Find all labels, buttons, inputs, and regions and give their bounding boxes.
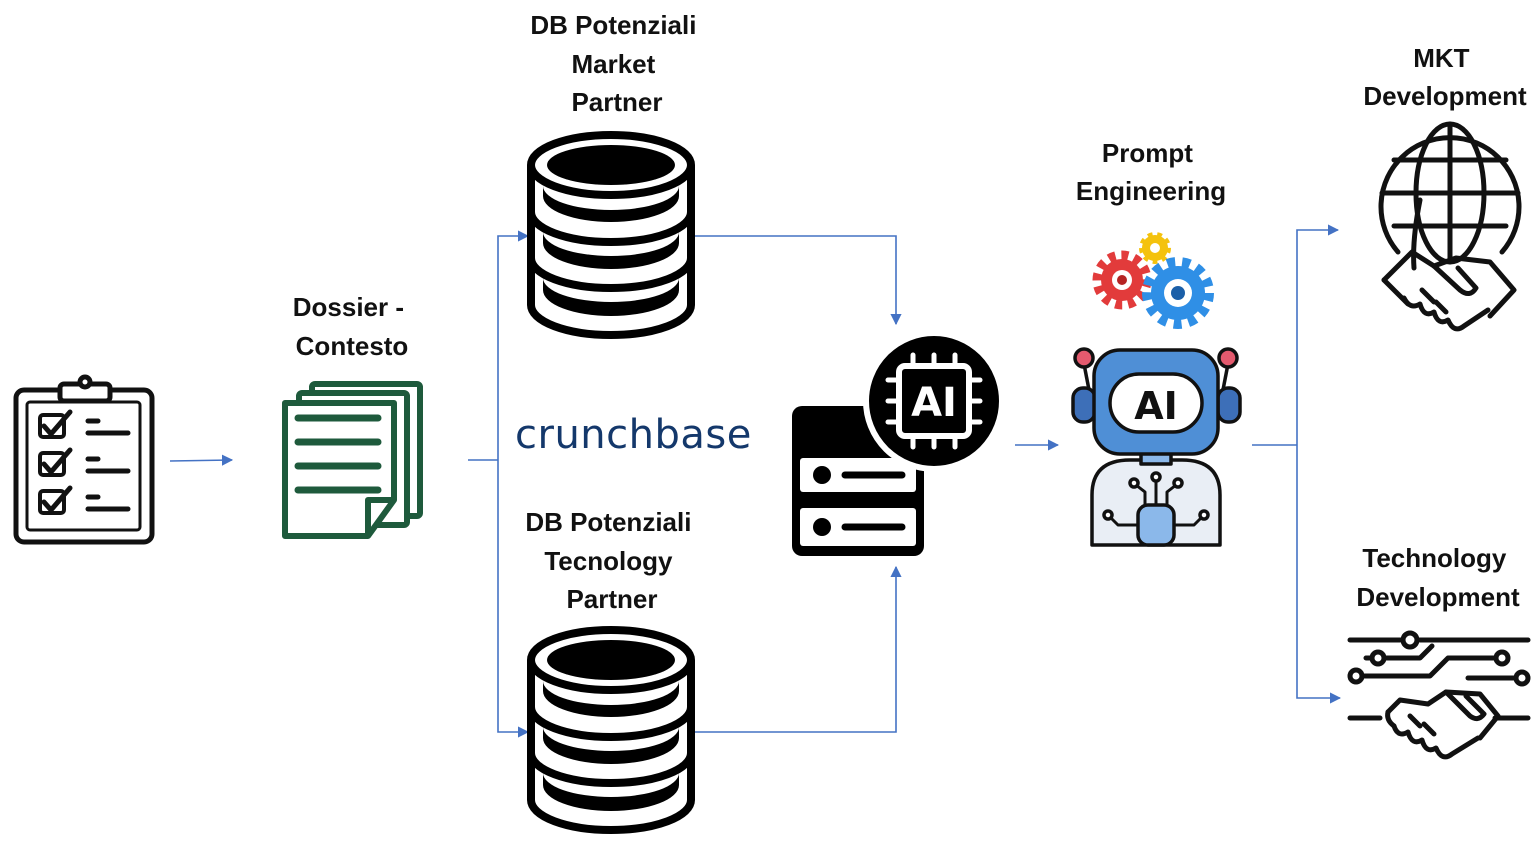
db-tech-label: DB Potenziali Tecnology Partner [525, 507, 698, 614]
arrow-to-mkt [1296, 224, 1340, 445]
arrow-to-db-market [497, 230, 530, 460]
arrow-db-tech-to-ai [694, 565, 902, 733]
ai-robot-icon: AI [1071, 347, 1242, 547]
crunchbase-logo: crunchbase [515, 412, 752, 458]
labels: Dossier - Contesto DB Potenziali Market … [293, 10, 1527, 614]
database-icon [527, 131, 695, 339]
document-stack-icon [282, 381, 423, 539]
gears-icon [1092, 232, 1214, 329]
ai-chip-server-icon: AI [792, 330, 1005, 556]
clipboard-checklist-icon [13, 374, 155, 545]
db-market-label: DB Potenziali Market Partner [530, 10, 703, 117]
dossier-label: Dossier - Contesto [293, 292, 412, 361]
globe-handshake-icon [1378, 121, 1522, 332]
arrow-db-market-to-ai [694, 235, 902, 326]
tech-dev-label: Technology Development [1356, 543, 1520, 612]
robot-ai-text: AI [1134, 384, 1178, 428]
arrow-checklist-to-dossier [169, 454, 234, 466]
database-icon [527, 626, 695, 834]
arrow-to-db-tech [497, 460, 530, 738]
connectors [169, 224, 1342, 738]
prompt-label: Prompt Engineering [1076, 138, 1226, 206]
mkt-label: MKT Development [1363, 43, 1527, 111]
circuit-handshake-icon [1347, 630, 1531, 760]
arrow-to-tech-dev [1296, 445, 1342, 704]
ai-badge-text: AI [911, 380, 957, 426]
